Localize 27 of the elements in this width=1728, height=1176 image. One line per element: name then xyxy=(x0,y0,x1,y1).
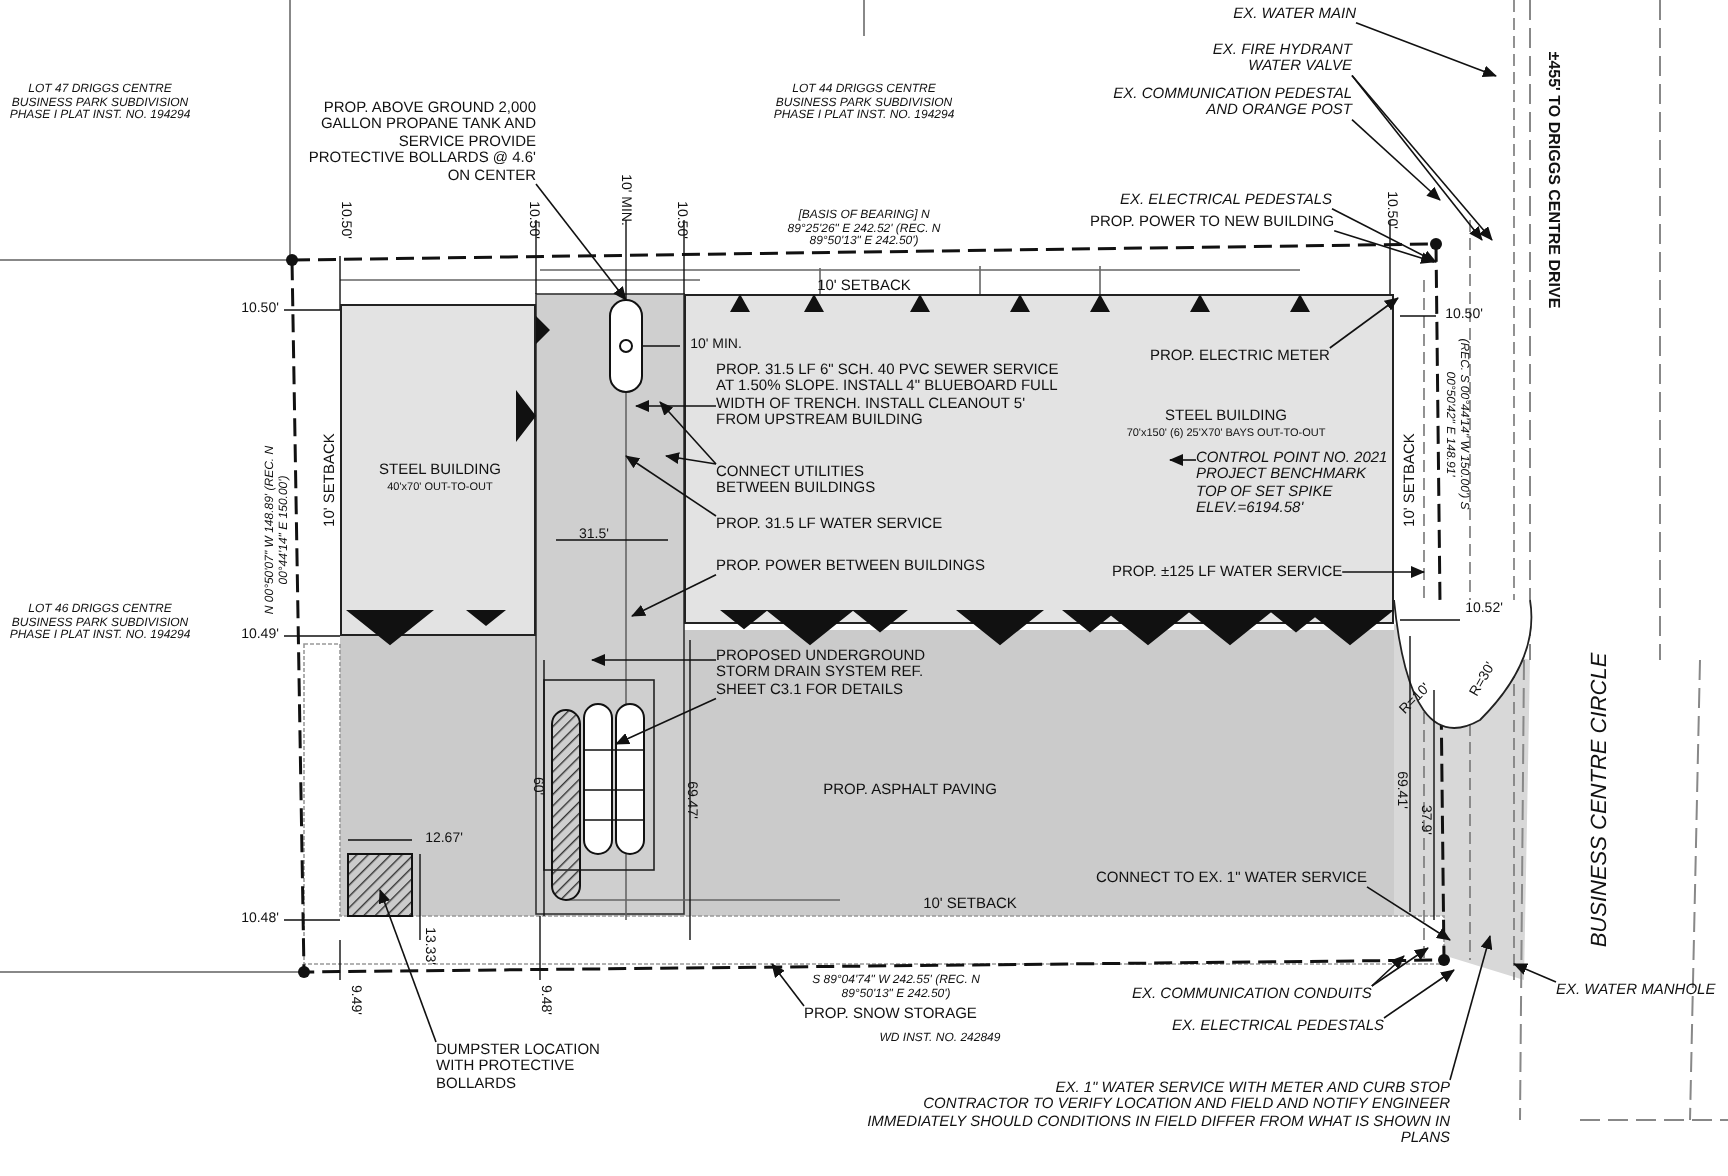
leader-line xyxy=(1355,22,1497,77)
leader-line xyxy=(1333,230,1435,264)
leader-line xyxy=(1449,935,1493,1081)
leader-line xyxy=(1169,454,1197,466)
leader-line xyxy=(615,697,717,745)
leader-line xyxy=(1329,297,1399,349)
leader-line xyxy=(1341,566,1425,578)
leader-line xyxy=(535,183,627,301)
leader-line xyxy=(631,574,717,617)
building-footprint xyxy=(684,294,1394,624)
leader-line xyxy=(1331,208,1437,263)
leader-line xyxy=(1513,963,1557,983)
leader-line xyxy=(1371,947,1429,987)
leader-line xyxy=(378,889,437,1043)
leader-line xyxy=(659,401,717,465)
leader-line xyxy=(771,963,805,1007)
building-footprint xyxy=(340,304,536,636)
leader-line xyxy=(625,455,717,517)
leader-line xyxy=(1366,886,1451,941)
leader-line xyxy=(591,654,717,666)
street-name: BUSINESS CENTRE CIRCLE xyxy=(1587,652,1613,948)
leader-line xyxy=(1371,955,1405,987)
leader-line xyxy=(665,452,717,465)
street-name: ±455' TO DRIGGS CENTRE DRIVE xyxy=(1543,51,1561,309)
leader-line xyxy=(635,400,717,412)
leader-line xyxy=(1383,969,1455,1019)
leader-line xyxy=(1351,118,1441,201)
